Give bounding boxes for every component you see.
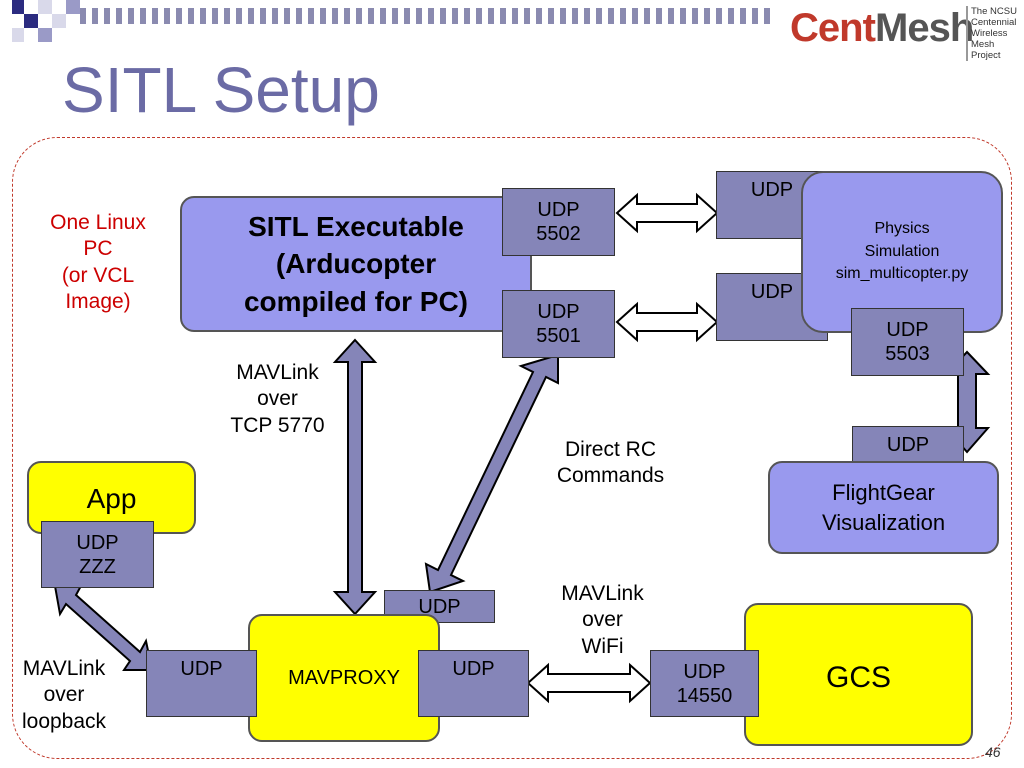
udp-port-mavproxy-right: UDP — [418, 650, 529, 717]
arrow-5501-phys — [615, 301, 719, 343]
logo-tagline: The NCSU Centennial Wireless Mesh Projec… — [966, 6, 1022, 61]
linux-pc-region — [12, 137, 1012, 759]
udp-port-mavproxy-left: UDP — [146, 650, 257, 717]
udp-port-zzz: UDP ZZZ — [41, 521, 154, 588]
logo-text-cent: Cent — [790, 6, 876, 50]
label-mavlink-loopback: MAVLink over loopback — [21, 657, 107, 733]
header-stripe — [80, 8, 770, 24]
udp-port-5503: UDP 5503 — [851, 308, 964, 376]
arrow-5502-phys — [615, 192, 719, 234]
arrow-mavproxy-gcs — [526, 662, 652, 704]
udp-port-5501: UDP 5501 — [502, 290, 615, 358]
physics-simulation-box: Physics Simulation sim_multicopter.py — [801, 171, 1003, 333]
centmesh-logo: Cent Mesh The NCSU Centennial Wireless M… — [786, 4, 1022, 61]
udp-port-5502: UDP 5502 — [502, 188, 615, 256]
page-number: 46 — [985, 744, 1001, 760]
slide-title: SITL Setup — [62, 54, 380, 126]
udp-port-14550: UDP 14550 — [650, 650, 759, 717]
flightgear-visualization-box: FlightGear Visualization — [768, 461, 999, 554]
label-mavlink-tcp: MAVLink over TCP 5770 — [230, 361, 325, 437]
logo-text-mesh: Mesh — [875, 6, 974, 50]
label-mavlink-wifi: MAVLink over WiFi — [561, 582, 644, 658]
gcs-box: GCS — [744, 603, 973, 746]
label-direct-rc: Direct RC Commands — [556, 438, 665, 488]
region-label: One Linux PC (or VCL Image) — [50, 211, 146, 313]
arrow-mavlink-tcp — [332, 338, 378, 616]
mavproxy-box: MAVPROXY — [248, 614, 440, 742]
sitl-executable-box: SITL Executable (Arducopter compiled for… — [180, 196, 532, 332]
corner-decoration — [0, 0, 80, 60]
